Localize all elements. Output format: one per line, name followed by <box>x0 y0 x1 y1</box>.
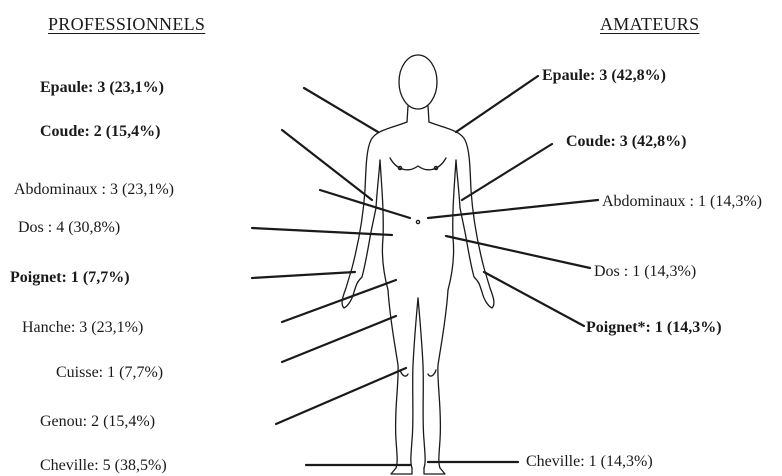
pointer-pro-coude <box>282 130 372 200</box>
pointer-ama-coude <box>462 144 552 200</box>
pointer-pro-poignet <box>252 272 355 278</box>
pointer-pro-epaule <box>304 88 378 132</box>
pointer-pro-cuisse <box>282 316 396 362</box>
pointer-lines-professionnels <box>252 88 410 465</box>
pointer-pro-hanche <box>282 280 396 322</box>
pointer-ama-epaule <box>456 76 538 132</box>
pointer-ama-dos <box>446 236 590 268</box>
pointer-pro-genou <box>276 368 406 424</box>
human-body-figure <box>342 55 494 474</box>
pointer-ama-poignet <box>484 272 584 326</box>
pointer-lines-amateurs <box>428 76 598 462</box>
